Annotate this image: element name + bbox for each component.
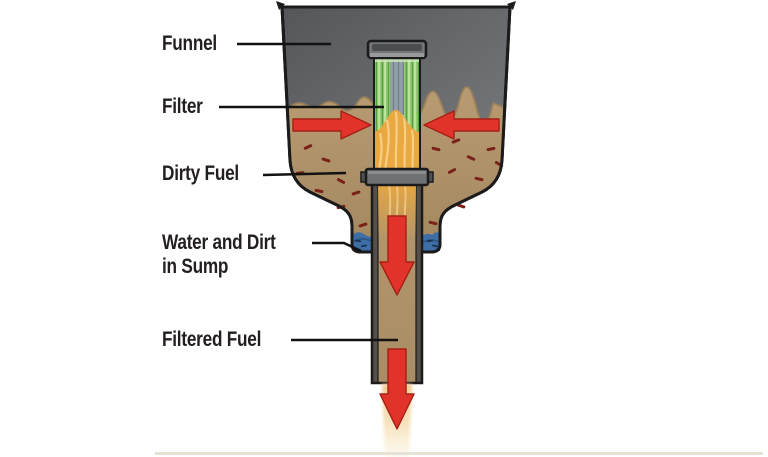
flow-arrows: [292, 110, 500, 430]
leader-lines: [219, 42, 398, 342]
funnel-rim-tab-left: [276, 1, 285, 10]
leader-line-water-sump: [312, 241, 362, 253]
spout-wall-left: [372, 184, 378, 383]
filter-assembly: [360, 39, 434, 187]
leader-line-dirty-fuel: [262, 171, 347, 177]
spout-wall-right: [416, 184, 422, 383]
filter-core: [390, 57, 404, 115]
label-filtered-fuel: Filtered Fuel: [162, 328, 262, 351]
sump-water-left: [352, 232, 372, 251]
funnel-rim-tab-right: [507, 1, 516, 10]
baseline-shadow: [155, 452, 763, 455]
label-water-sump-line2: in Sump: [162, 255, 229, 278]
arrow-right-icon: [423, 110, 500, 140]
funnel-outline: [280, 5, 512, 254]
label-dirty-fuel: Dirty Fuel: [162, 162, 239, 185]
arrow-down-upper-icon: [379, 215, 415, 296]
label-filter: Filter: [162, 95, 203, 118]
filter-collar: [360, 167, 434, 187]
filter-cap: [366, 39, 428, 60]
arrow-left-icon: [292, 110, 372, 140]
label-water-sump-line1: Water and Dirt: [162, 231, 276, 254]
label-funnel: Funnel: [162, 32, 217, 55]
arrow-down-lower-icon: [379, 348, 415, 430]
sump-water: [352, 232, 440, 251]
